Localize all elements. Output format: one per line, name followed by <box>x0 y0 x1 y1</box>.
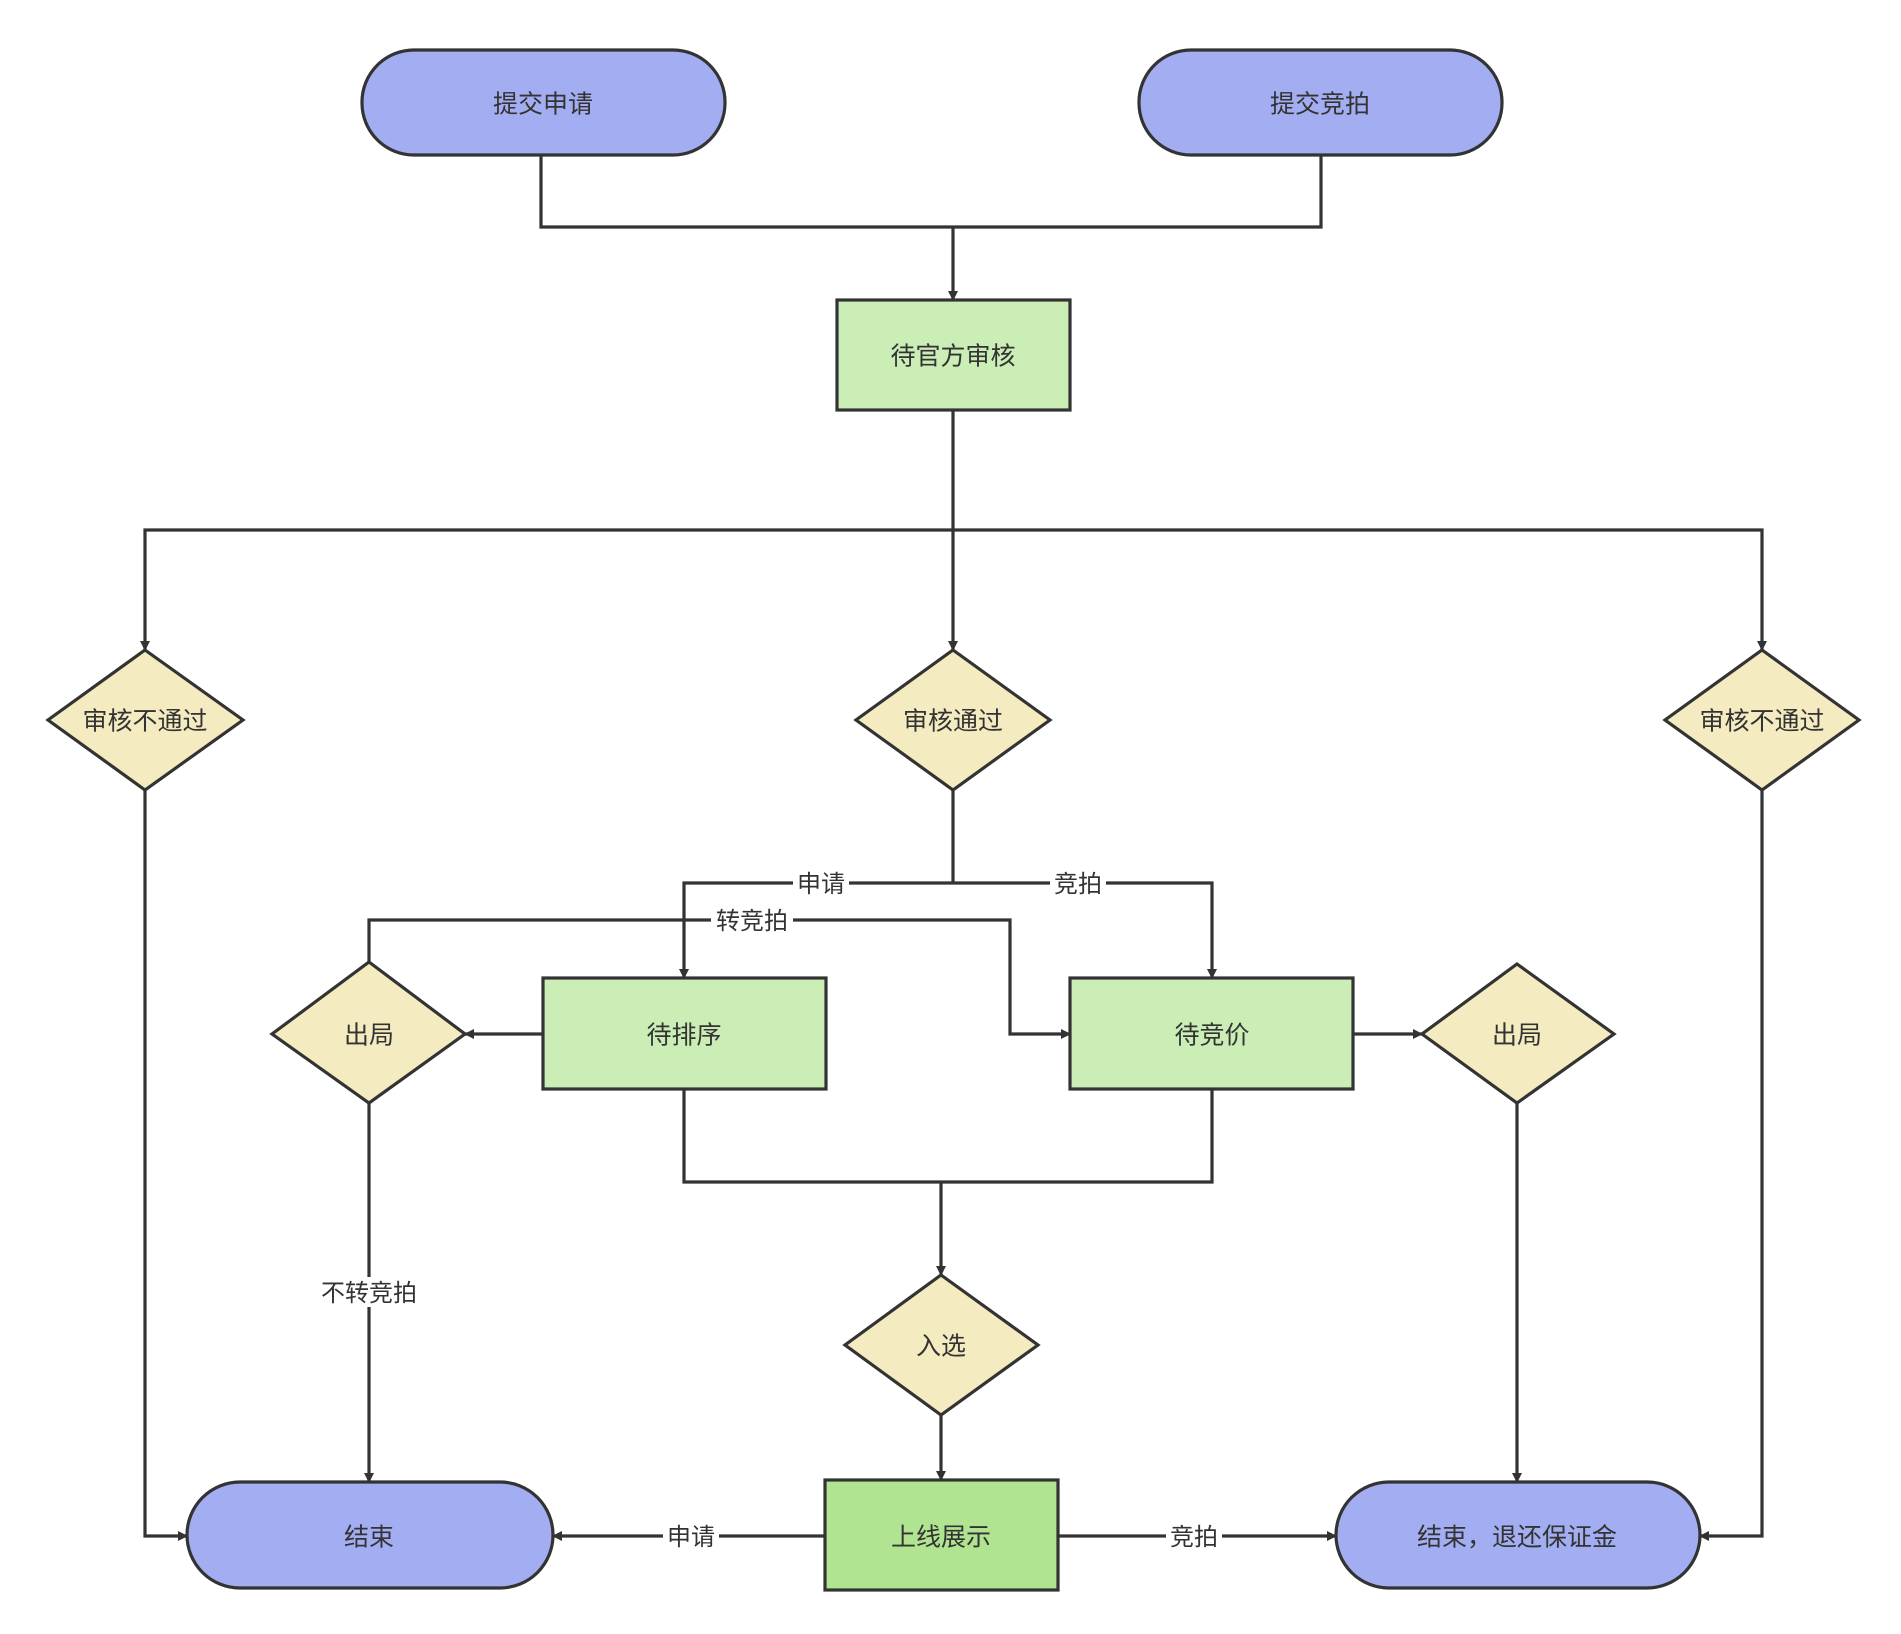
edge-label-apply: 申请 <box>797 870 845 898</box>
edge-submit-bid-merge <box>953 155 1323 229</box>
node-pending-sort-label: 待排序 <box>646 1021 721 1050</box>
node-online-show: 上线展示 <box>823 1478 1060 1592</box>
edge-label-to-bid: 转竞拍 <box>716 907 788 935</box>
edge-submit-apply-merge <box>539 155 953 229</box>
node-reject-left-label: 审核不通过 <box>82 707 207 736</box>
edge-label-no-to-bid: 不转竞拍 <box>321 1279 417 1307</box>
edge-approved-to-sort <box>679 881 953 979</box>
edge-labels: 申请 竞拍 转竞拍 不转竞拍 申请 竞拍 <box>315 869 1222 1551</box>
node-out-right-label: 出局 <box>1492 1021 1542 1050</box>
node-submit-bid: 提交竞拍 <box>1137 48 1504 157</box>
node-submit-apply: 提交申请 <box>360 48 727 157</box>
edge-price-down <box>941 1089 1214 1184</box>
node-out-left-label: 出局 <box>344 1021 394 1050</box>
node-end-refund-label: 结束，退还保证金 <box>1417 1523 1617 1552</box>
node-end-left-label: 结束 <box>344 1523 394 1552</box>
nodes: 提交申请 提交竞拍 待官方审核 审核不通过 审核通过 审核不通过 出局 <box>45 48 1862 1592</box>
edge-label-bid: 竞拍 <box>1054 870 1102 898</box>
node-selected-label: 入选 <box>916 1332 966 1361</box>
node-online-show-label: 上线展示 <box>891 1523 991 1552</box>
node-selected: 入选 <box>842 1273 1041 1417</box>
edges <box>140 155 1767 1541</box>
edge-sort-down <box>682 1089 941 1184</box>
node-pending-price: 待竞价 <box>1068 976 1355 1091</box>
edge-review-to-reject-left <box>140 528 953 651</box>
edge-out-left-to-price <box>367 918 1071 1039</box>
node-pending-review-label: 待官方审核 <box>890 342 1015 371</box>
edge-reject-left-to-end <box>143 790 188 1541</box>
node-end-refund: 结束，退还保证金 <box>1334 1480 1702 1590</box>
edge-label-online-apply: 申请 <box>667 1523 715 1551</box>
edge-label-online-bid: 竞拍 <box>1170 1523 1218 1551</box>
node-pending-price-label: 待竞价 <box>1174 1021 1249 1050</box>
edge-reject-right-to-end-refund <box>1699 790 1764 1541</box>
node-pending-sort: 待排序 <box>541 976 828 1091</box>
node-out-right: 出局 <box>1419 962 1617 1105</box>
edge-approved-to-price <box>953 881 1217 979</box>
node-approved-label: 审核通过 <box>903 707 1003 736</box>
node-reject-left: 审核不通过 <box>45 648 246 792</box>
node-reject-right: 审核不通过 <box>1662 648 1862 792</box>
edge-review-to-reject-right <box>953 528 1767 651</box>
node-end-left: 结束 <box>185 1480 555 1590</box>
node-submit-bid-label: 提交竞拍 <box>1270 90 1370 119</box>
node-submit-apply-label: 提交申请 <box>493 90 593 119</box>
node-approved: 审核通过 <box>853 648 1053 792</box>
node-reject-right-label: 审核不通过 <box>1699 707 1824 736</box>
node-pending-review: 待官方审核 <box>835 298 1072 412</box>
node-out-left: 出局 <box>269 960 468 1105</box>
